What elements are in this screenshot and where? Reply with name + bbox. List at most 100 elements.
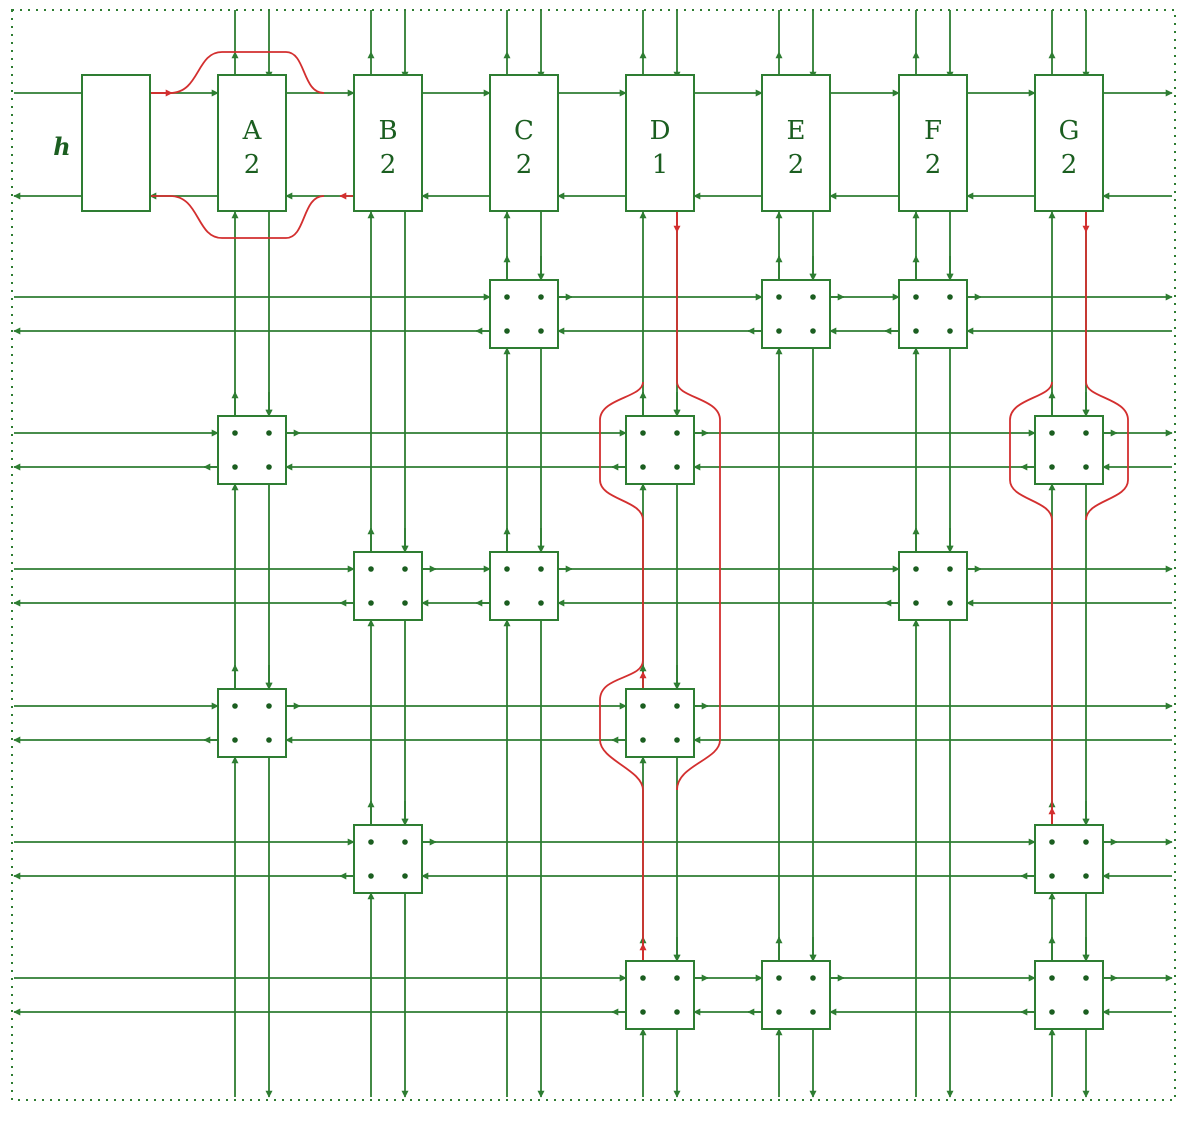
- highlighted-path: [150, 51, 1129, 972]
- crossing-gadget: [1034, 960, 1104, 1030]
- port-dot: [947, 294, 953, 300]
- wires: [13, 10, 1173, 1098]
- port-dot: [368, 839, 374, 845]
- crossing-gadget: [898, 551, 968, 621]
- port-dot: [1049, 464, 1055, 470]
- crossing-gadget: [353, 551, 423, 621]
- variable-box-E: [761, 74, 831, 212]
- port-dot: [402, 566, 408, 572]
- h-label: h: [53, 132, 70, 161]
- port-dot: [640, 737, 646, 743]
- crossing-gadget: [625, 960, 695, 1030]
- variable-box-D: [625, 74, 695, 212]
- variable-box-A: [217, 74, 287, 212]
- port-dot: [402, 873, 408, 879]
- port-dot: [674, 430, 680, 436]
- port-dot: [232, 703, 238, 709]
- port-dot: [504, 566, 510, 572]
- port-dot: [640, 430, 646, 436]
- crossing-gadget: [353, 824, 423, 894]
- box-letter: F: [924, 116, 942, 146]
- port-dot: [368, 600, 374, 606]
- port-dot: [640, 1009, 646, 1015]
- box-count: 1: [652, 150, 669, 180]
- highlight-curve: [150, 51, 325, 94]
- port-dot: [504, 600, 510, 606]
- crossing-gadget: [489, 279, 559, 349]
- port-dot: [232, 737, 238, 743]
- crossing-gadget: [1034, 824, 1104, 894]
- port-dot: [538, 294, 544, 300]
- port-dot: [640, 703, 646, 709]
- crossing-gadget: [898, 279, 968, 349]
- box-letter: D: [650, 116, 671, 146]
- port-dot: [947, 600, 953, 606]
- crossing-gadget: [489, 551, 559, 621]
- port-dot: [232, 464, 238, 470]
- port-dot: [913, 328, 919, 334]
- port-dot: [1049, 873, 1055, 879]
- port-dot: [776, 975, 782, 981]
- highlight-curve: [1085, 196, 1129, 521]
- port-dot: [776, 328, 782, 334]
- port-dot: [913, 294, 919, 300]
- highlight-curve: [599, 381, 644, 960]
- box-letter: B: [378, 116, 397, 146]
- port-dot: [538, 566, 544, 572]
- variable-box-G: [1034, 74, 1104, 212]
- port-dot: [368, 566, 374, 572]
- crossing-gadget: [217, 688, 287, 758]
- port-dot: [1049, 839, 1055, 845]
- port-dot: [1083, 975, 1089, 981]
- port-dot: [504, 328, 510, 334]
- crossing-gadget: [761, 960, 831, 1030]
- port-dot: [810, 1009, 816, 1015]
- port-dot: [504, 294, 510, 300]
- crossing-gadget: [625, 415, 695, 485]
- variable-box-F: [898, 74, 968, 212]
- crossing-gadget: [761, 279, 831, 349]
- port-dot: [266, 464, 272, 470]
- port-dot: [266, 737, 272, 743]
- port-dot: [640, 464, 646, 470]
- port-dot: [538, 600, 544, 606]
- box-count: 2: [1061, 150, 1078, 180]
- highlight-curve: [1009, 381, 1053, 826]
- top-row: [81, 74, 1104, 212]
- port-dot: [947, 328, 953, 334]
- crossing-gadget: [1034, 415, 1104, 485]
- port-dot: [776, 1009, 782, 1015]
- port-dot: [1083, 464, 1089, 470]
- port-dot: [810, 294, 816, 300]
- port-dot: [1083, 1009, 1089, 1015]
- port-dot: [1049, 430, 1055, 436]
- port-dot: [1049, 975, 1055, 981]
- port-dot: [776, 294, 782, 300]
- variable-box-B: [353, 74, 423, 212]
- port-dot: [402, 600, 408, 606]
- box-letter: G: [1059, 116, 1080, 146]
- port-dot: [402, 839, 408, 845]
- port-dot: [674, 703, 680, 709]
- port-dot: [674, 464, 680, 470]
- port-dot: [810, 328, 816, 334]
- highlight-curve: [676, 196, 721, 791]
- gadgets: [96, 90, 1104, 1030]
- h-box: [81, 74, 151, 212]
- frame-border: [11, 9, 1176, 1101]
- box-count: 2: [244, 150, 261, 180]
- port-dot: [674, 975, 680, 981]
- port-dot: [810, 975, 816, 981]
- port-dot: [1083, 873, 1089, 879]
- port-dot: [947, 566, 953, 572]
- port-dot: [266, 703, 272, 709]
- box-count: 2: [788, 150, 805, 180]
- port-dot: [538, 328, 544, 334]
- box-letter: A: [242, 116, 263, 146]
- box-letter: C: [514, 116, 534, 146]
- port-dot: [368, 873, 374, 879]
- port-dot: [674, 1009, 680, 1015]
- port-dot: [913, 566, 919, 572]
